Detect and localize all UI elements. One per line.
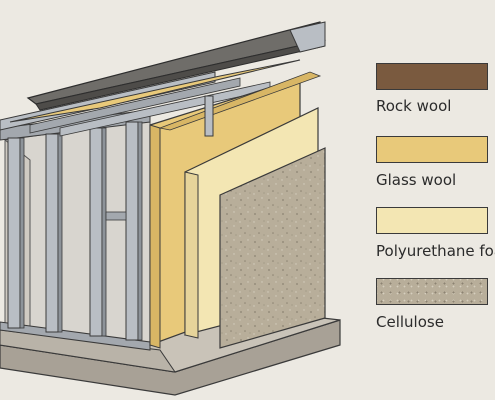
ceiling-insulation xyxy=(9,59,301,123)
stud-1 xyxy=(7,137,25,329)
roof xyxy=(26,21,326,111)
legend-swatch-rock-wool xyxy=(376,63,488,90)
wall-cutaway-diagram xyxy=(0,21,341,396)
legend-label-rock-wool: Rock wool xyxy=(376,97,452,115)
insulation-layers xyxy=(149,71,326,349)
steel-stud-frame xyxy=(0,71,271,351)
legend-label-cellulose: Cellulose xyxy=(376,313,444,331)
legend-swatch-glass-wool xyxy=(376,136,488,163)
legend-swatch-cellulose xyxy=(376,278,488,305)
corner-post xyxy=(204,95,214,137)
cellulose-layer xyxy=(219,147,326,349)
stud-4 xyxy=(125,121,143,341)
legend-swatch-polyurethane-foam xyxy=(376,207,488,234)
legend-label-polyurethane-foam: Polyurethane foam xyxy=(376,242,495,260)
legend-label-glass-wool: Glass wool xyxy=(376,171,457,189)
stud-3 xyxy=(89,127,107,337)
stud-2 xyxy=(45,133,63,333)
